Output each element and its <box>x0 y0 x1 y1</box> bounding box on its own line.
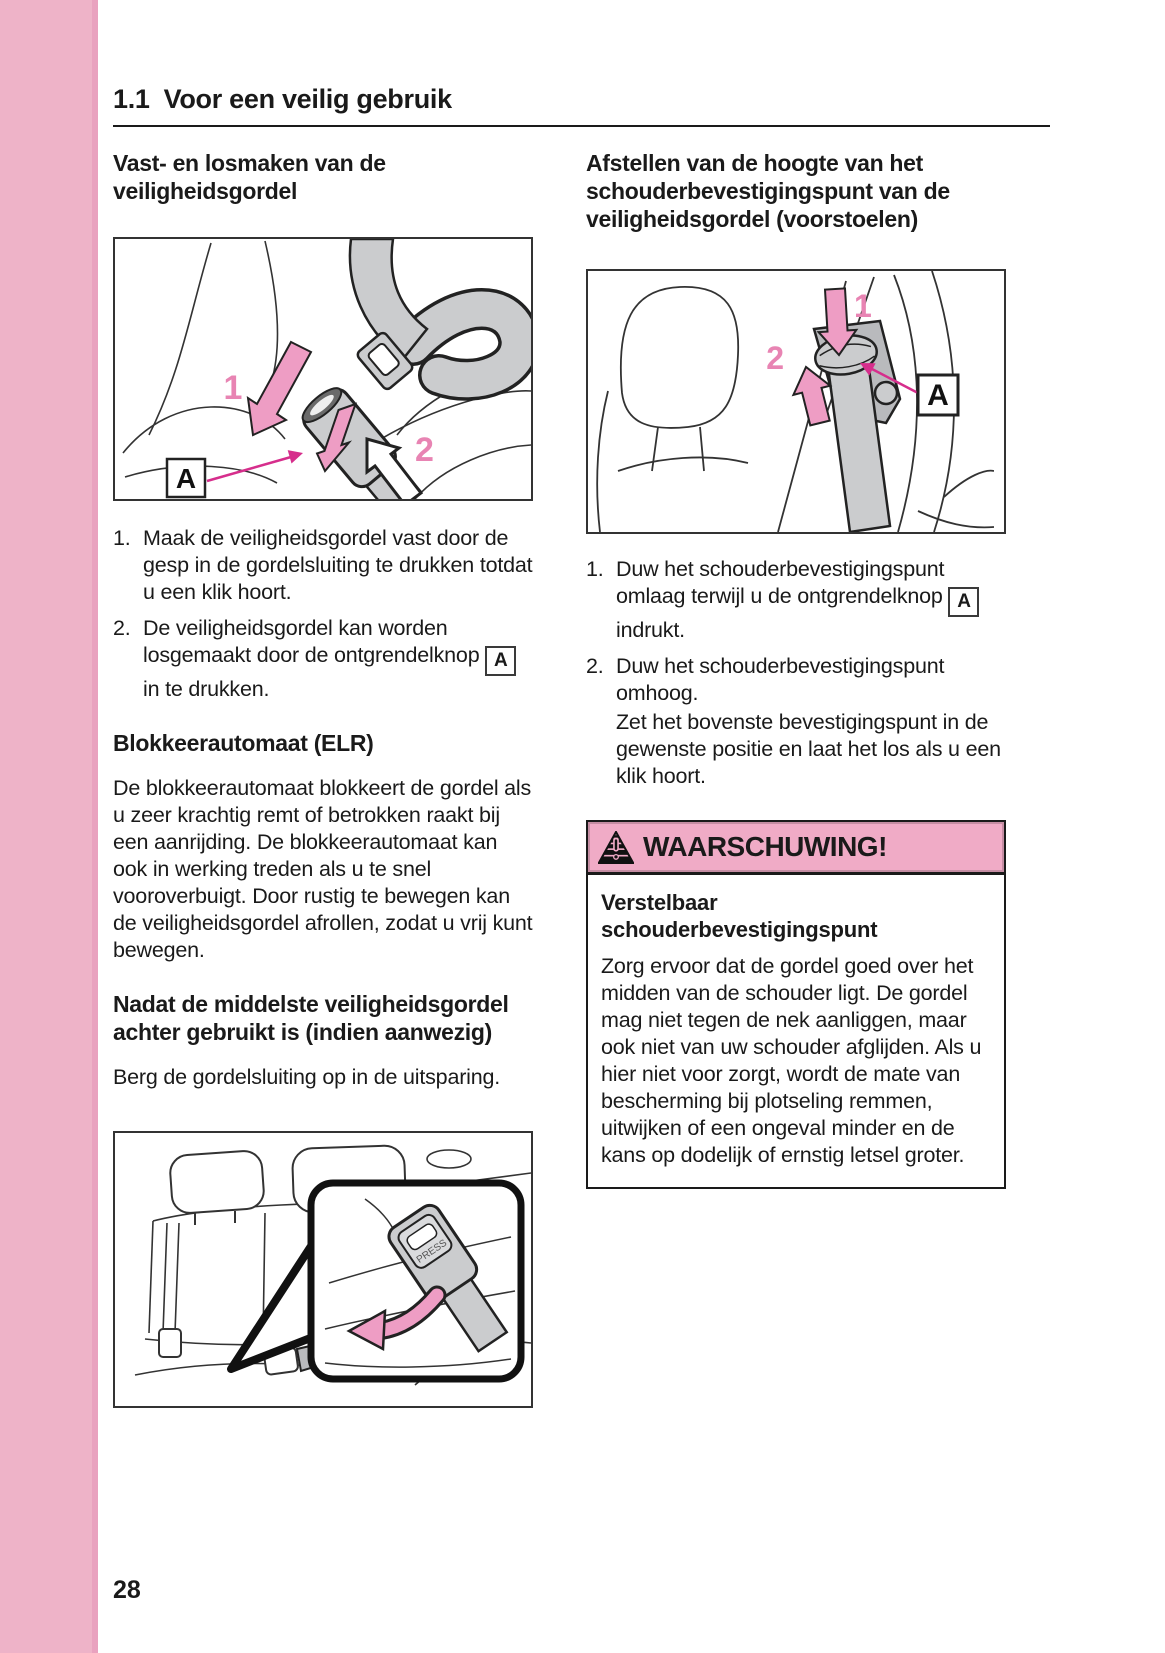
curved-arrowhead <box>346 1308 387 1352</box>
release-button-a-badge: A <box>485 646 517 676</box>
arrow-1-icon <box>246 340 313 437</box>
left-steps: 1. Maak de veiligheidsgordel vast door d… <box>113 525 533 703</box>
middle-belt-heading: Nadat de middelste veiligheidsgordel ach… <box>113 991 509 1045</box>
right-column: Afstellen van de hoogte van het schouder… <box>586 149 1006 1432</box>
pointer-arrowhead <box>287 450 303 464</box>
arrow-2-icon <box>365 437 424 499</box>
pointer-line <box>871 367 919 395</box>
warning-triangle-icon <box>598 830 634 864</box>
figure2-label-a: A <box>927 379 949 412</box>
step-text-before: De veiligheidsgordel kan worden losgemaa… <box>143 616 480 667</box>
right-heading: Afstellen van de hoogte van het schouder… <box>586 150 950 232</box>
right-steps: 1. Duw het schouderbevestigingspunt omla… <box>586 556 1006 790</box>
release-button-a-badge: A <box>948 587 980 617</box>
figure-buckle-storage: PRESS <box>113 1131 533 1408</box>
left-heading: Vast- en losmaken van de veiligheidsgord… <box>113 150 386 204</box>
belt-tongue <box>356 331 414 391</box>
left-column: Vast- en losmaken van de veiligheidsgord… <box>113 149 533 1432</box>
elr-heading: Blokkeerautomaat (ELR) <box>113 730 374 756</box>
buckle-fasten-illustration: 1 2 A <box>122 239 531 499</box>
label-a-box <box>916 373 960 417</box>
step-subtext: Zet het bovenste bevestigingspunt in de … <box>616 710 1001 788</box>
figure-shoulder-anchor: 1 2 A <box>586 269 1006 534</box>
warning-text: Zorg ervoor dat de gordel goed over het … <box>601 954 982 1167</box>
list-item: 1. Maak de veiligheidsgordel vast door d… <box>113 525 533 606</box>
figure1-label-a: A <box>176 463 196 494</box>
shoulder-belt <box>348 239 429 361</box>
pink-side-band <box>0 0 98 1653</box>
lap-belt <box>395 291 531 398</box>
figure1-label-2: 2 <box>415 431 434 469</box>
step-number: 2. <box>113 616 131 640</box>
section-title-text: Voor een veilig gebruik <box>163 84 452 114</box>
arrow-1-icon <box>816 287 859 357</box>
step-text-before: Duw het schouderbevestigingspunt omlaag … <box>616 557 945 608</box>
middle-belt-paragraph: Berg de gordelsluiting op in de uitspari… <box>113 1065 501 1089</box>
section-number: 1.1 <box>113 84 150 114</box>
warning-title: WAARSCHUWING! <box>643 831 887 862</box>
step-number: 1. <box>586 557 604 581</box>
figure2-label-2: 2 <box>766 340 784 376</box>
stored-buckle: PRESS <box>387 1203 509 1353</box>
figure2-label-1: 1 <box>854 288 872 324</box>
arrow-2-icon <box>791 365 833 427</box>
warning-box: WAARSCHUWING! Verstelbaar schouderbevest… <box>586 820 1006 1189</box>
label-a-box <box>165 457 207 499</box>
buckle-storage-illustration: PRESS <box>134 1144 531 1386</box>
elr-paragraph: De blokkeerautomaat blokkeert de gordel … <box>113 776 533 962</box>
page-number: 28 <box>113 1576 141 1604</box>
step-text-after: in te drukken. <box>143 677 270 701</box>
warning-body: Verstelbaar schouderbevestigingspunt Zor… <box>588 875 1004 1187</box>
warning-subheading: Verstelbaar schouderbevestigingspunt <box>601 890 878 942</box>
step-text: Maak de veiligheidsgordel vast door de g… <box>143 526 533 604</box>
step-number: 2. <box>586 654 604 678</box>
warning-header: WAARSCHUWING! <box>588 822 1004 875</box>
step-text: De veiligheidsgordel kan worden losgemaa… <box>143 615 533 703</box>
step-text: Duw het schouderbevestigingspunt omhoog. <box>616 654 945 705</box>
step-number: 1. <box>113 526 131 550</box>
callout-wedge <box>227 1240 317 1373</box>
header-rule <box>113 125 1050 127</box>
pointer-line <box>206 455 292 483</box>
step-text: Duw het schouderbevestigingspunt omlaag … <box>616 556 1006 644</box>
figure1-label-1: 1 <box>224 369 243 407</box>
figure-buckle-fasten: 1 2 A <box>113 237 533 501</box>
push-arrow-icon <box>315 402 358 473</box>
pointer-arrowhead <box>860 363 876 376</box>
shoulder-anchor-illustration: 1 2 A <box>596 271 994 532</box>
page-title: 1.1 Voor een veilig gebruik <box>113 84 1050 115</box>
list-item: 2. De veiligheidsgordel kan worden losge… <box>113 615 533 703</box>
list-item: 1. Duw het schouderbevestigingspunt omla… <box>586 556 1006 644</box>
step-text-after: indrukt. <box>616 618 685 642</box>
list-item: 2. Duw het schouderbevestigingspunt omho… <box>586 653 1006 707</box>
